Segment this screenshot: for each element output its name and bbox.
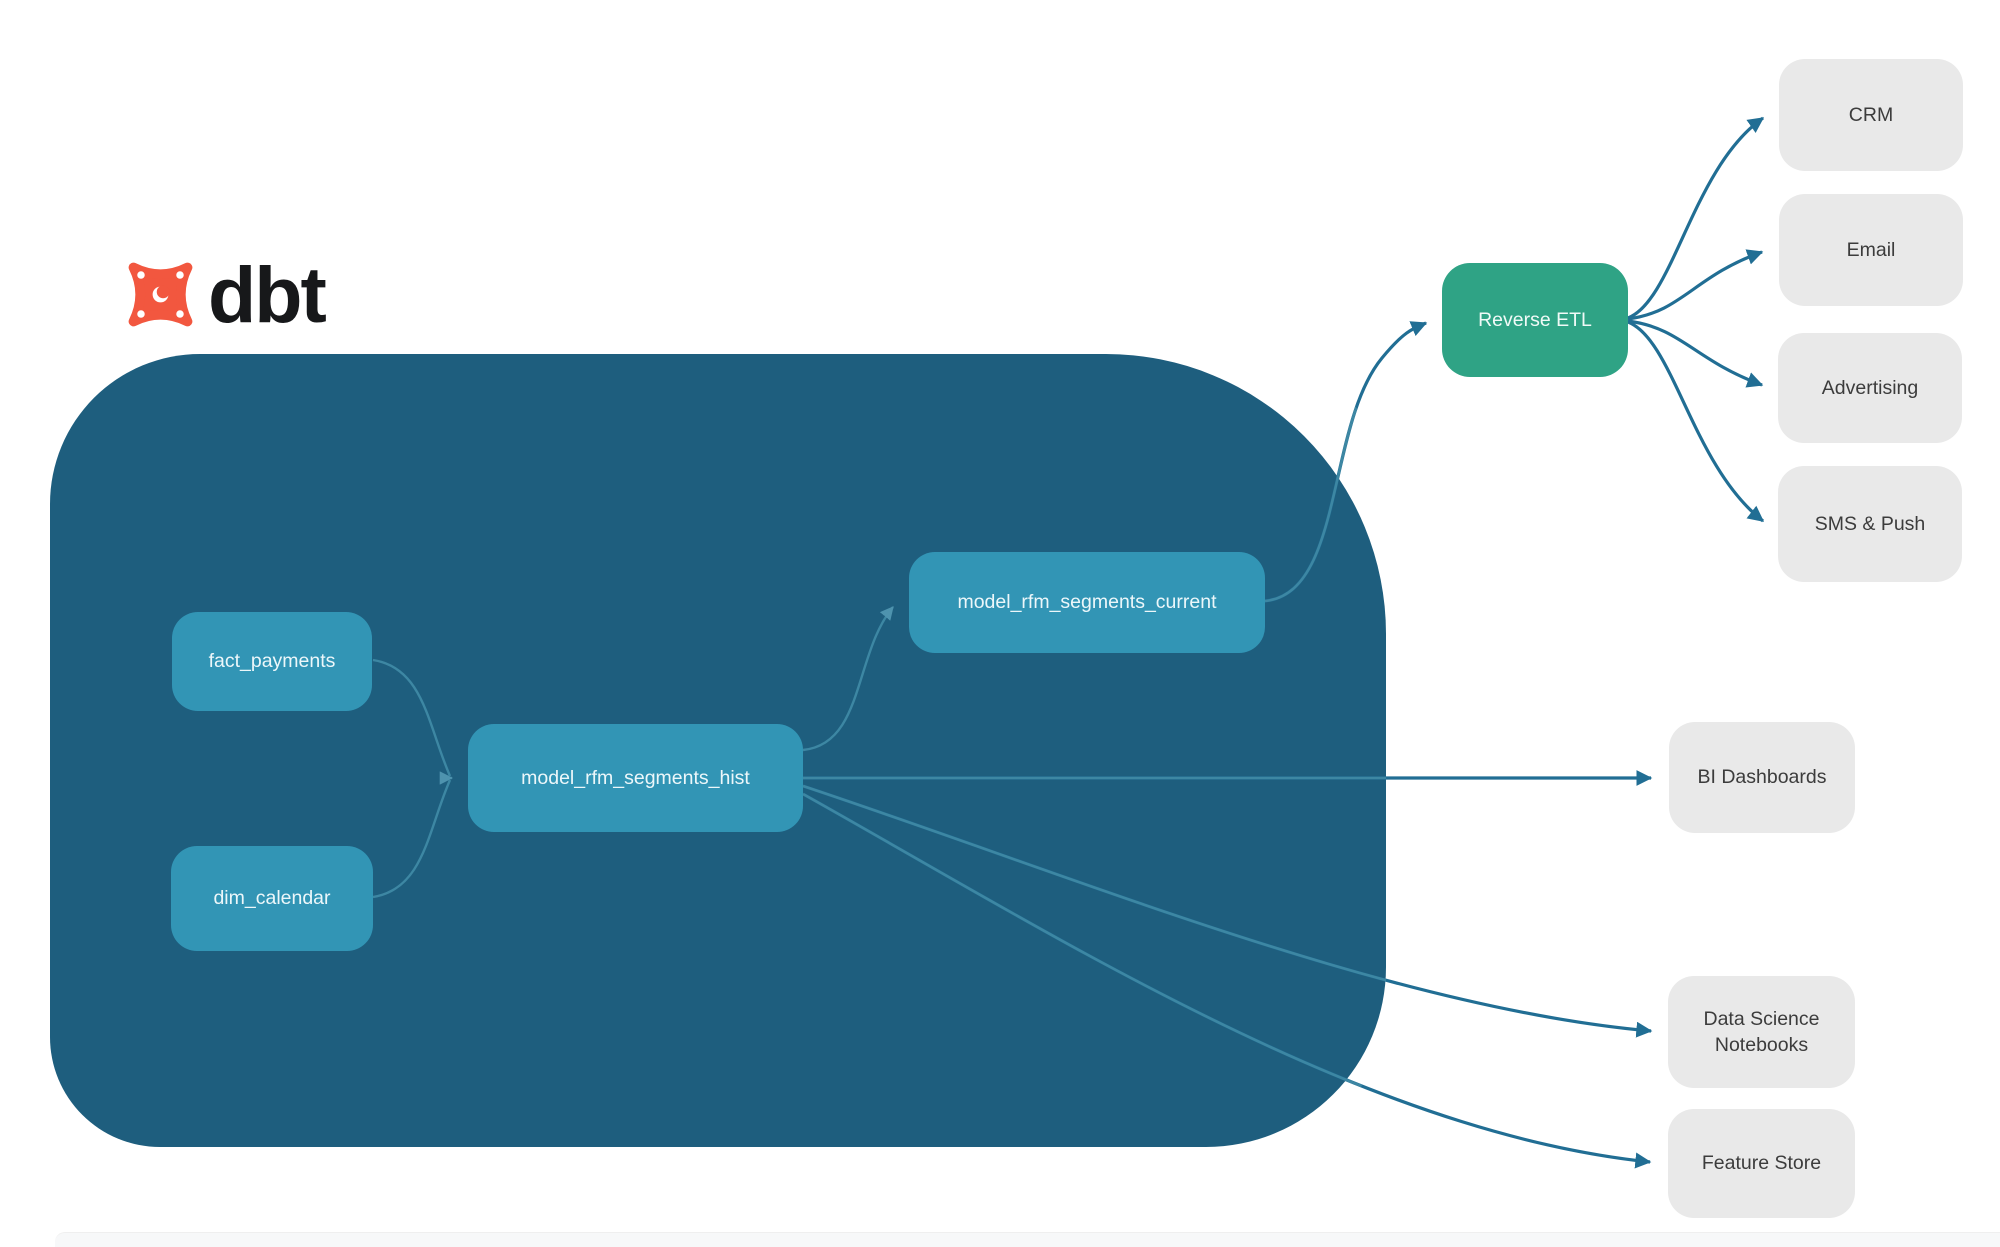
dbt-logo-text: dbt bbox=[208, 250, 327, 339]
node-label: model_rfm_segments_hist bbox=[521, 766, 750, 789]
node-crm: CRM bbox=[1779, 59, 1963, 171]
dbt-logo: dbt bbox=[123, 250, 327, 339]
node-bi-dashboards: BI Dashboards bbox=[1669, 722, 1855, 833]
node-label: Advertising bbox=[1821, 376, 1919, 399]
node-model-rfm-segments-current: model_rfm_segments_current bbox=[909, 552, 1265, 653]
dbt-star-icon bbox=[128, 262, 193, 327]
node-data-science-notebooks: Data Science Notebooks bbox=[1668, 976, 1855, 1088]
edge-reverse-etl-to-crm bbox=[1627, 116, 1765, 320]
node-label: Reverse ETL bbox=[1478, 308, 1592, 331]
node-label: Data Science Notebooks bbox=[1703, 1007, 1820, 1056]
node-reverse-etl: Reverse ETL bbox=[1442, 263, 1628, 377]
node-advertising: Advertising bbox=[1778, 333, 1962, 443]
node-label: fact_payments bbox=[208, 650, 336, 673]
node-label: Feature Store bbox=[1701, 1152, 1822, 1175]
bottom-edge-strip bbox=[55, 1232, 2000, 1247]
node-label: BI Dashboards bbox=[1697, 766, 1827, 789]
node-feature-store: Feature Store bbox=[1668, 1109, 1855, 1218]
node-label: CRM bbox=[1848, 103, 1894, 126]
node-fact-payments: fact_payments bbox=[172, 612, 372, 711]
node-dim-calendar: dim_calendar bbox=[171, 846, 373, 951]
node-email: Email bbox=[1779, 194, 1963, 306]
edge-reverse-etl-to-email bbox=[1627, 249, 1764, 321]
edge-reverse-etl-to-advertising bbox=[1627, 319, 1764, 388]
edge-reverse-etl-to-sms-push bbox=[1627, 320, 1765, 523]
node-sms-push: SMS & Push bbox=[1778, 466, 1962, 582]
node-model-rfm-segments-hist: model_rfm_segments_hist bbox=[468, 724, 803, 832]
node-label: Email bbox=[1846, 238, 1896, 261]
node-label: dim_calendar bbox=[213, 887, 331, 910]
node-label: model_rfm_segments_current bbox=[957, 591, 1217, 614]
node-label: SMS & Push bbox=[1814, 512, 1926, 535]
